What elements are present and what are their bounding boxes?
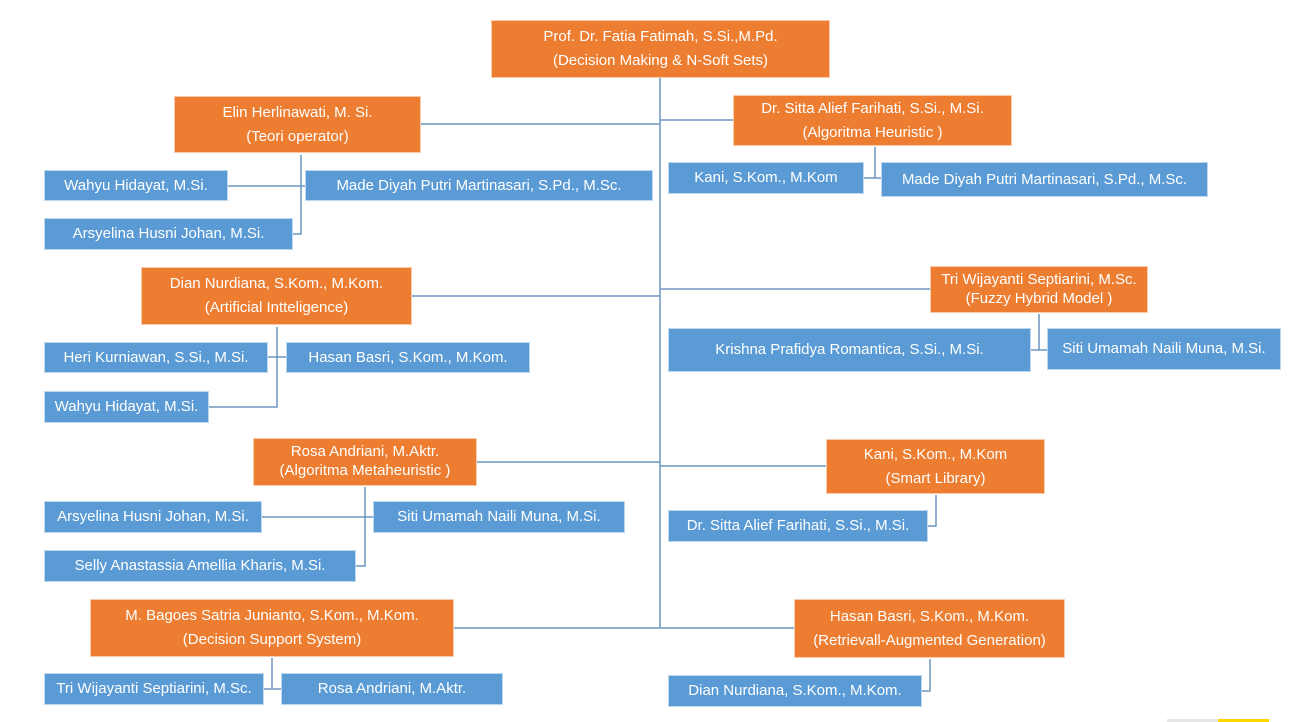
lead-name: Hasan Basri, S.Kom., M.Kom. [829, 607, 1030, 625]
member-node: Arsyelina Husni Johan, M.Si. [44, 501, 262, 533]
member-node: Siti Umamah Naili Muna, M.Si. [373, 501, 625, 533]
footer-accent-yellow [1218, 719, 1269, 722]
member-node: Heri Kurniawan, S.Si., M.Si. [44, 342, 268, 373]
member-node: Krishna Prafidya Romantica, S.Si., M.Si. [668, 328, 1031, 372]
member-node: Wahyu Hidayat, M.Si. [44, 391, 209, 423]
lead-topic: (Retrievall-Augmented Generation) [813, 631, 1046, 649]
connector-hasan [660, 627, 931, 692]
group-lead-rosa: Rosa Andriani, M.Aktr. (Algoritma Metahe… [253, 438, 477, 486]
lead-name: Dian Nurdiana, S.Kom., M.Kom. [169, 275, 384, 292]
member-node: Selly Anastassia Amellia Kharis, M.Si. [44, 550, 356, 582]
lead-topic: (Artificial Intteligence) [204, 299, 349, 316]
group-lead-elin: Elin Herlinawati, M. Si. (Teori operator… [174, 96, 421, 153]
connector-bagoes [264, 627, 660, 690]
group-lead-kani: Kani, S.Kom., M.Kom (Smart Library) [826, 439, 1045, 494]
member-node: Dr. Sitta Alief Farihati, S.Si., M.Si. [668, 510, 928, 542]
member-node: Made Diyah Putri Martinasari, S.Pd., M.S… [305, 170, 653, 201]
connector-dian [209, 295, 660, 408]
member-node: Made Diyah Putri Martinasari, S.Pd., M.S… [881, 162, 1208, 197]
lead-name: M. Bagoes Satria Junianto, S.Kom., M.Kom… [125, 607, 419, 624]
connector-elin [228, 123, 660, 235]
lead-topic: (Smart Library) [885, 469, 986, 487]
member-node: Kani, S.Kom., M.Kom [668, 162, 864, 194]
connector-kani [660, 465, 937, 527]
member-node: Tri Wijayanti Septiarini, M.Sc. [44, 673, 264, 705]
root-topic: (Decision Making & N-Soft Sets) [552, 52, 769, 69]
connector-rosa [262, 461, 660, 567]
lead-name: Rosa Andriani, M.Aktr. [290, 443, 440, 461]
group-lead-bagoes: M. Bagoes Satria Junianto, S.Kom., M.Kom… [90, 599, 454, 657]
group-lead-dian: Dian Nurdiana, S.Kom., M.Kom. (Artificia… [141, 267, 412, 325]
group-lead-hasan: Hasan Basri, S.Kom., M.Kom. (Retrievall-… [794, 599, 1065, 658]
group-lead-sitta: Dr. Sitta Alief Farihati, S.Si., M.Si. (… [733, 95, 1012, 146]
lead-topic: (Algoritma Metaheuristic ) [279, 462, 451, 479]
lead-name: Dr. Sitta Alief Farihati, S.Si., M.Si. [761, 99, 984, 117]
member-node: Rosa Andriani, M.Aktr. [281, 673, 503, 705]
member-node: Wahyu Hidayat, M.Si. [44, 170, 228, 201]
member-node: Arsyelina Husni Johan, M.Si. [44, 218, 293, 250]
root-node: Prof. Dr. Fatia Fatimah, S.Si.,M.Pd. (De… [491, 20, 830, 78]
root-name: Prof. Dr. Fatia Fatimah, S.Si.,M.Pd. [543, 28, 778, 45]
lead-topic: (Teori operator) [246, 127, 349, 145]
lead-name: Kani, S.Kom., M.Kom [863, 445, 1008, 463]
lead-name: Tri Wijayanti Septiarini, M.Sc. [941, 270, 1137, 288]
connector-sitta [660, 119, 881, 179]
member-node: Hasan Basri, S.Kom., M.Kom. [286, 342, 530, 373]
group-lead-tri: Tri Wijayanti Septiarini, M.Sc. (Fuzzy H… [930, 266, 1148, 313]
lead-topic: (Algoritma Heuristic ) [802, 123, 943, 141]
lead-name: Elin Herlinawati, M. Si. [222, 103, 373, 121]
lead-topic: (Fuzzy Hybrid Model ) [965, 289, 1113, 307]
footer-accent-gray [1167, 719, 1218, 722]
member-node: Siti Umamah Naili Muna, M.Si. [1047, 328, 1281, 370]
member-node: Dian Nurdiana, S.Kom., M.Kom. [668, 675, 922, 707]
connector-tri [660, 288, 1047, 351]
lead-topic: (Decision Support System) [182, 631, 362, 648]
